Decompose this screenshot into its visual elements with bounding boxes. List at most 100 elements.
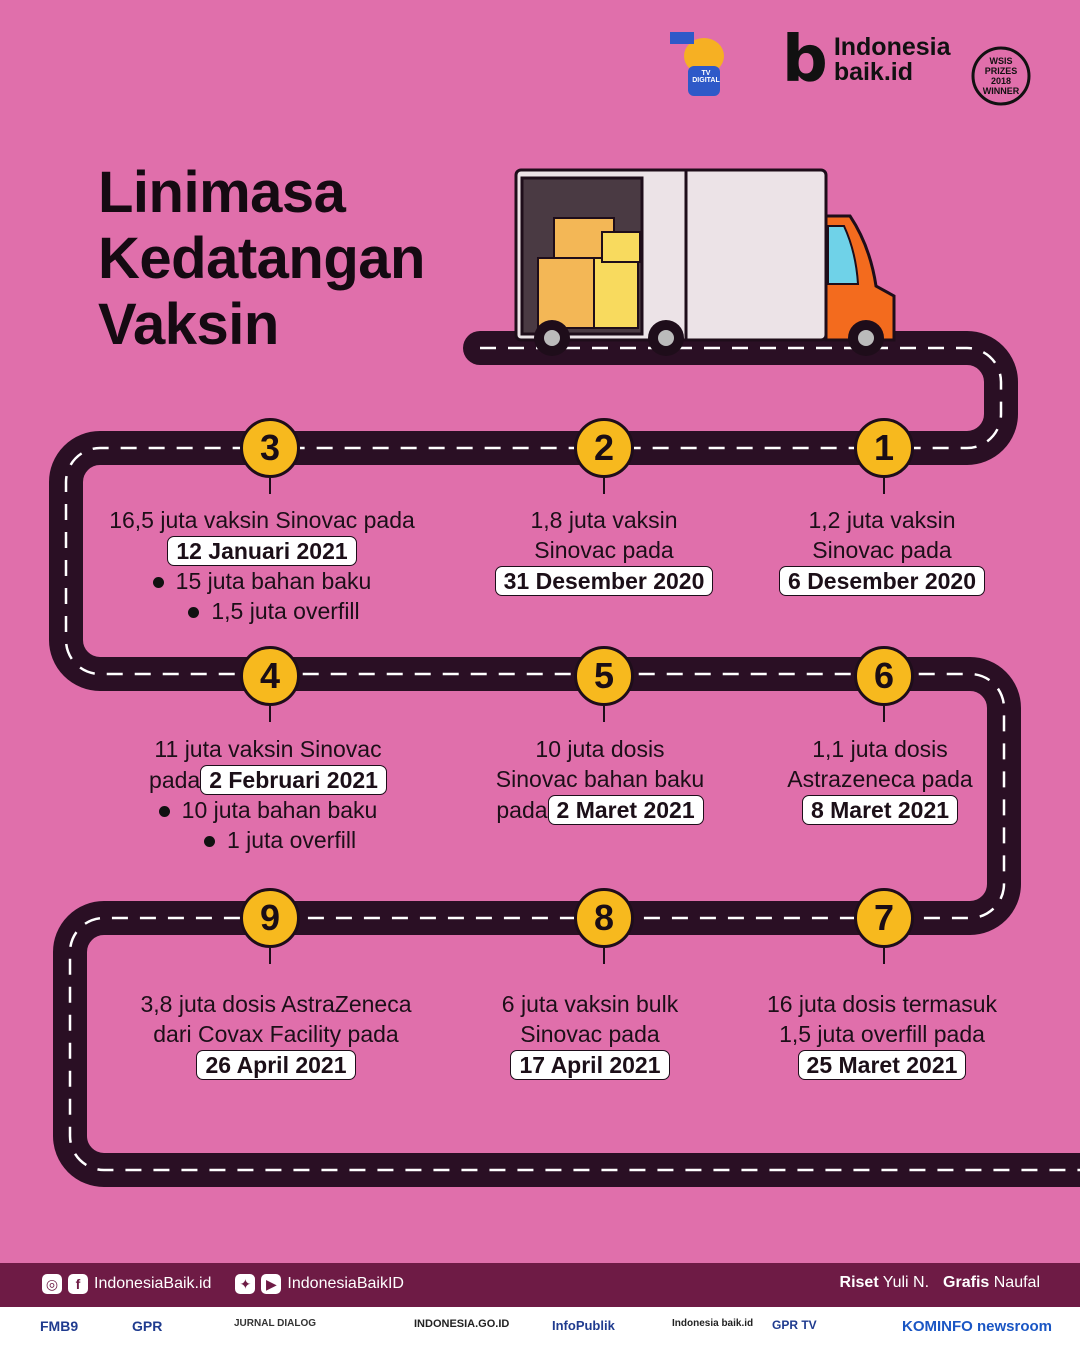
brand-name-1: Indonesia	[833, 33, 951, 61]
title-line-1: Linimasa	[98, 160, 346, 225]
milestone-bullet: 15 juta bahan baku	[62, 566, 462, 596]
partner-logo-infopublik: InfoPublik	[552, 1318, 615, 1333]
milestone-text: dari Covax Facility pada	[153, 1021, 399, 1047]
partner-logo-indonesiabaik: Indonesia baik.id	[672, 1318, 754, 1329]
grafis-label: Grafis	[943, 1274, 990, 1291]
milestone-text: Sinovac bahan baku	[495, 766, 705, 792]
brand-mark: b	[782, 23, 828, 97]
milestone-date-prefix: pada	[149, 767, 201, 793]
milestone-text: Sinovac pada	[534, 537, 674, 563]
title-line-3: Vaksin	[98, 292, 279, 357]
milestone-text: 1,8 juta vaksin	[530, 507, 678, 533]
milestone-text: 1,5 juta overfill pada	[779, 1021, 985, 1047]
wsis-prizes-logo: WSIS PRIZES 2018 WINNER	[968, 46, 1034, 108]
milestone-badge-3: 3	[240, 418, 300, 478]
milestone-text: 1,2 juta vaksin	[808, 507, 956, 533]
milestone-date: 2 Februari 2021	[200, 765, 387, 795]
milestone-badge-1: 1	[854, 418, 914, 478]
milestone-date: 25 Maret 2021	[797, 1050, 967, 1080]
milestone-date: 6 Desember 2020	[779, 566, 985, 596]
grafis-name: Naufal	[993, 1274, 1040, 1291]
milestone-date-line: 8 Maret 2021	[680, 794, 1080, 825]
milestone-info-7: 16 juta dosis termasuk 1,5 juta overfill …	[682, 989, 1080, 1080]
milestone-text: 16 juta dosis termasuk	[766, 991, 998, 1017]
credits: Riset Yuli N. Grafis Naufal	[840, 1274, 1040, 1292]
partner-logo-indonesia-go-id: INDONESIA.GO.ID	[414, 1318, 510, 1330]
milestone-text: 16,5 juta vaksin Sinovac pada	[109, 507, 415, 533]
milestone-stem	[883, 706, 885, 722]
mascot-caption: TV DIGITAL	[692, 70, 720, 84]
milestone-date: 26 April 2021	[196, 1050, 356, 1080]
twitter-icon[interactable]: ✦	[235, 1274, 256, 1294]
social-handle-2[interactable]: IndonesiaBaikID	[287, 1275, 404, 1292]
partner-logo-gpr: GPR	[132, 1318, 163, 1334]
milestone-badge-2: 2	[574, 418, 634, 478]
social-links: ◎ f IndonesiaBaik.id ✦ ▶ IndonesiaBaikID	[42, 1274, 404, 1294]
milestone-badge-5: 5	[574, 646, 634, 706]
milestone-date-prefix: pada	[496, 797, 548, 823]
milestone-text: 3,8 juta dosis AstraZeneca	[140, 991, 412, 1017]
page-title: Linimasa Kedatangan Vaksin	[98, 160, 425, 358]
milestone-text: 11 juta vaksin Sinovac	[154, 736, 382, 762]
milestone-date-line: 25 Maret 2021	[682, 1049, 1080, 1080]
milestone-info-9: 3,8 juta dosis AstraZeneca dari Covax Fac…	[76, 989, 476, 1080]
youtube-icon[interactable]: ▶	[261, 1274, 282, 1294]
partner-logo-kominfo-newsroom: KOMINFO newsroom	[902, 1318, 1053, 1335]
milestone-text: 10 juta dosis	[535, 736, 665, 762]
milestone-bullet: 10 juta bahan baku	[68, 795, 468, 825]
milestone-bullet: 1 juta overfill	[68, 825, 468, 855]
milestone-date-line: 26 April 2021	[76, 1049, 476, 1080]
truck-illustration	[514, 168, 896, 356]
milestone-date-line: 6 Desember 2020	[682, 565, 1080, 596]
milestone-text: 6 juta vaksin bulk	[501, 991, 679, 1017]
indonesiabaik-logo: b Indonesia baik.id	[782, 28, 951, 92]
milestone-stem	[883, 948, 885, 964]
partner-logos: FMB9 GPR JURNAL DIALOG INDONESIA.GO.ID I…	[0, 1307, 1080, 1350]
milestone-date-line: 17 April 2021	[390, 1049, 790, 1080]
milestone-badge-6: 6	[854, 646, 914, 706]
milestone-stem	[603, 478, 605, 494]
riset-label: Riset	[839, 1274, 879, 1291]
milestone-date: 2 Maret 2021	[547, 795, 704, 825]
milestone-date: 12 Januari 2021	[167, 536, 357, 566]
social-handle-1[interactable]: IndonesiaBaik.id	[94, 1275, 212, 1292]
title-line-2: Kedatangan	[98, 226, 425, 291]
tv-digital-mascot-logo: TV DIGITAL	[664, 24, 736, 106]
instagram-icon[interactable]: ◎	[42, 1274, 62, 1294]
milestone-text: Astrazeneca pada	[787, 766, 973, 792]
brand-name-2: baik.id	[833, 58, 913, 86]
milestone-date: 17 April 2021	[510, 1050, 670, 1080]
milestone-stem	[603, 948, 605, 964]
milestone-stem	[269, 478, 271, 494]
partner-logo-jurnal-dialog: JURNAL DIALOG	[234, 1318, 317, 1329]
partner-logo-fmb9: FMB9	[40, 1318, 79, 1334]
milestone-text: Sinovac pada	[520, 1021, 660, 1047]
milestone-stem	[883, 478, 885, 494]
milestone-text: Sinovac pada	[812, 537, 952, 563]
footer-bar: ◎ f IndonesiaBaik.id ✦ ▶ IndonesiaBaikID…	[0, 1263, 1080, 1307]
milestone-bullet: 1,5 juta overfill	[62, 596, 462, 626]
milestone-text: 1,1 juta dosis	[812, 736, 948, 762]
milestone-stem	[269, 948, 271, 964]
milestone-date-line: 31 Desember 2020	[404, 565, 804, 596]
milestone-badge-8: 8	[574, 888, 634, 948]
milestone-date: 31 Desember 2020	[494, 566, 714, 596]
milestone-date: 8 Maret 2021	[801, 795, 959, 825]
milestone-badge-7: 7	[854, 888, 914, 948]
partner-logo-gpr-tv: GPR TV	[772, 1318, 817, 1332]
milestone-badge-4: 4	[240, 646, 300, 706]
milestone-date-line: 12 Januari 2021	[62, 535, 462, 566]
wsis-text: WSIS PRIZES 2018 WINNER	[982, 56, 1020, 96]
facebook-icon[interactable]: f	[68, 1274, 88, 1294]
milestone-stem	[269, 706, 271, 722]
milestone-badge-9: 9	[240, 888, 300, 948]
